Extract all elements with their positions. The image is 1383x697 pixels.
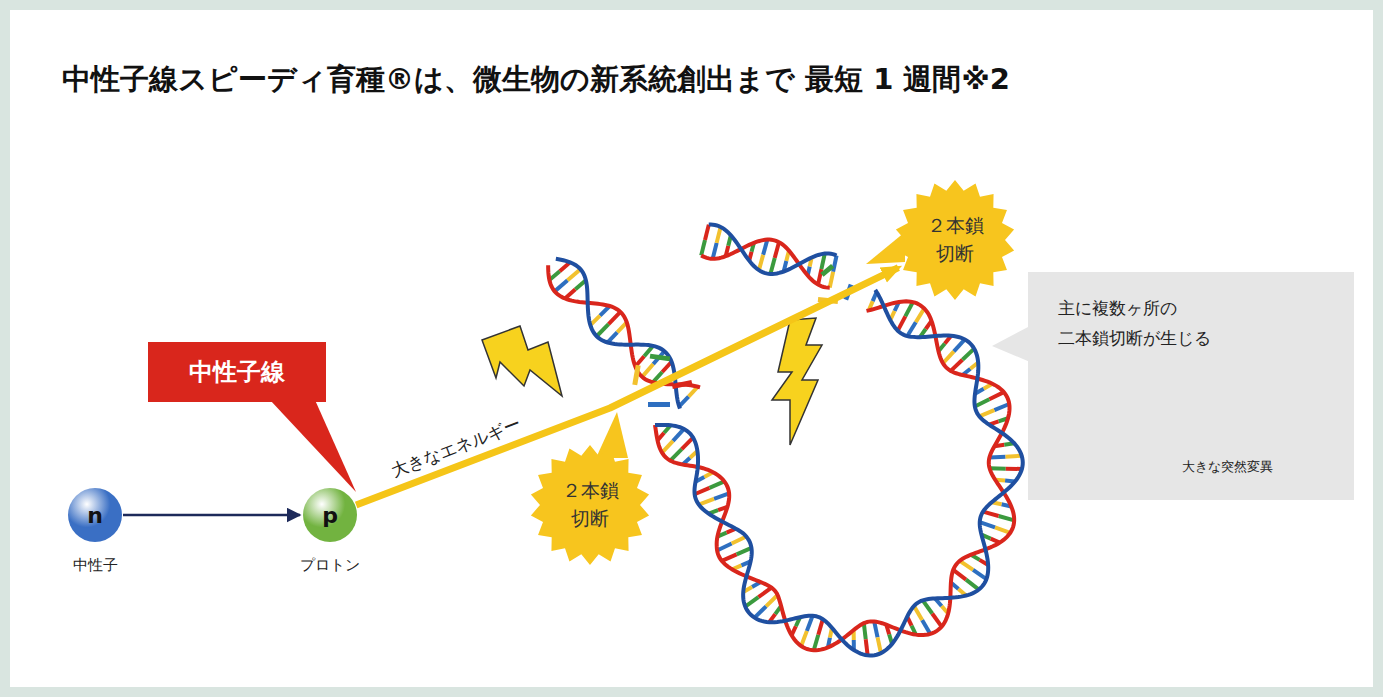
burst-callout: ２本鎖 切断 — [530, 445, 650, 565]
callout-pointer — [992, 326, 1030, 362]
lightning-bolt — [772, 318, 822, 445]
particle-symbol: p — [322, 503, 338, 528]
burst-text: ２本鎖 切断 — [558, 477, 623, 532]
dna-fragments — [632, 264, 853, 407]
note-text: 主に複数ヶ所の 二本鎖切断が生じる — [1058, 294, 1228, 354]
burst-shape — [530, 445, 650, 565]
particle-name: 中性子 — [73, 556, 118, 575]
callout-text: 中性子線 — [189, 356, 285, 388]
burst-text: ２本鎖 切断 — [923, 212, 988, 267]
lightning-bolt — [482, 326, 562, 396]
particle-circle: pプロトン — [303, 488, 357, 542]
connector — [123, 514, 300, 517]
callout-pointer — [270, 400, 356, 492]
particle-name: プロトン — [300, 556, 360, 575]
burst-callout: ２本鎖 切断 — [895, 180, 1015, 300]
particle-circle: n中性子 — [68, 488, 122, 542]
burst-shape — [895, 180, 1015, 300]
callout-box: 中性子線 — [148, 342, 326, 402]
star-pointer — [596, 412, 628, 458]
part-label: 大きな突然変異 — [1180, 458, 1275, 476]
particle-symbol: n — [87, 503, 103, 528]
diagram-title: 中性子線スピーディ育種®は、微生物の新系統創出まで 最短 1 週間※2 — [62, 60, 1010, 100]
page-panel — [10, 10, 1373, 687]
